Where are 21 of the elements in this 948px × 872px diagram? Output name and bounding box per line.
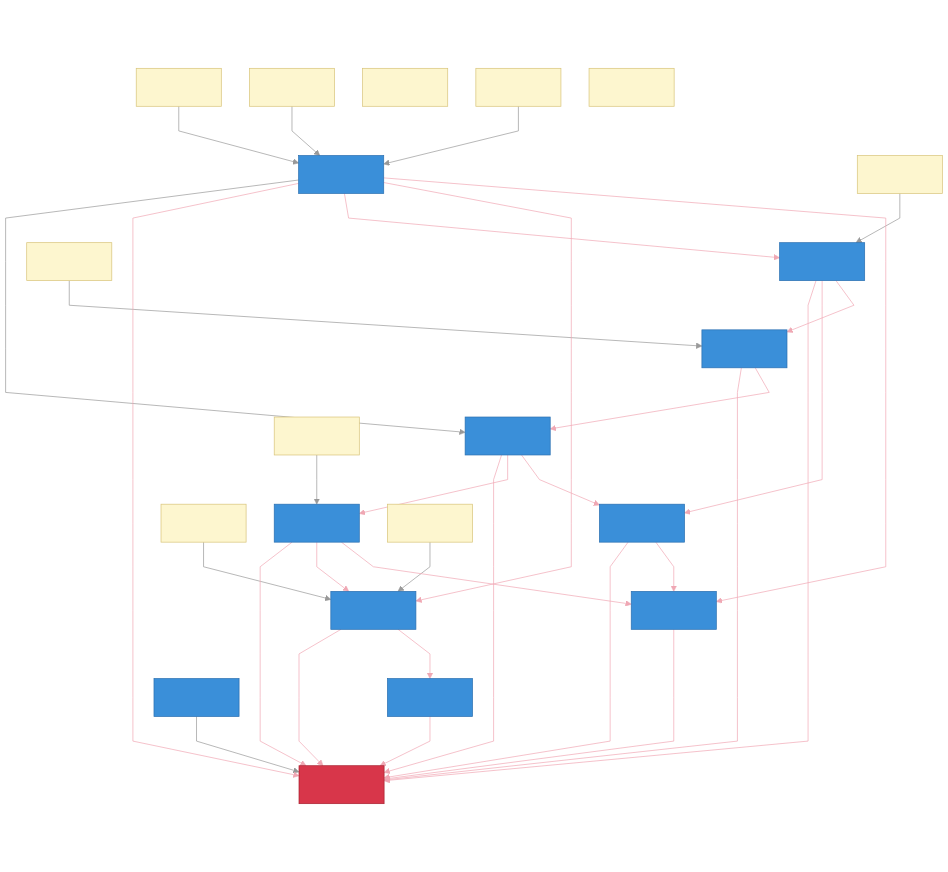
node-box [160, 503, 247, 543]
node-box [330, 591, 417, 630]
node-box [273, 416, 360, 456]
node-box [387, 503, 473, 543]
node-box [630, 591, 717, 630]
node-box [856, 155, 943, 194]
node-box [153, 678, 240, 717]
node-box [273, 503, 360, 543]
node-box [387, 678, 473, 717]
node-box [362, 67, 449, 107]
node-box [135, 67, 222, 107]
node-box [298, 155, 385, 194]
node-box [249, 67, 335, 107]
node-box [298, 765, 385, 805]
node-box [779, 242, 866, 281]
node-box [26, 242, 113, 281]
node-box [701, 329, 788, 369]
node-box [599, 503, 685, 543]
node-box [464, 416, 551, 456]
node-box [588, 67, 675, 107]
node-box [475, 67, 562, 107]
